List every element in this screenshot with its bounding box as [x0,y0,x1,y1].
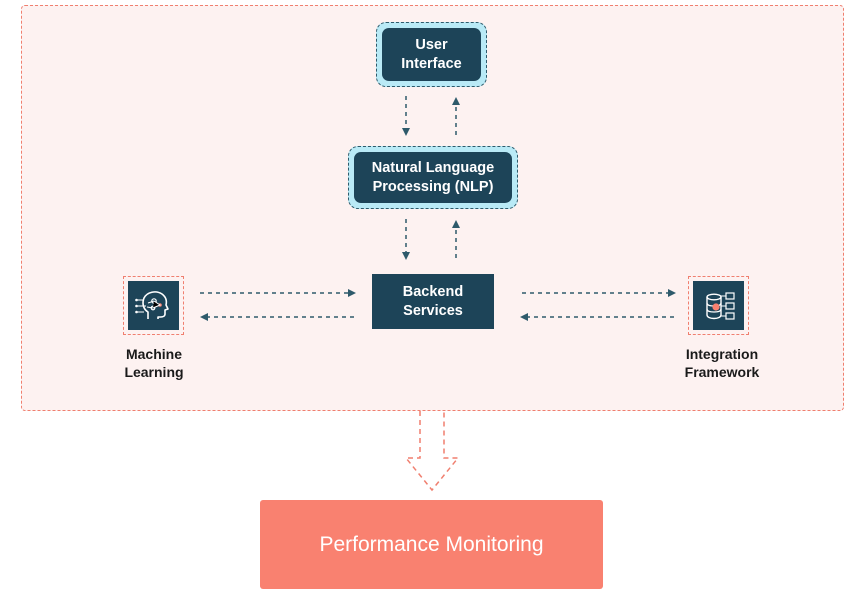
ai-head-icon [134,290,169,319]
nlp-label-line1: Natural Language [371,159,495,176]
performance-monitoring-node[interactable]: Performance Monitoring [260,500,603,589]
user-interface-node[interactable]: User Interface [382,28,481,81]
nlp-label-line2: Processing (NLP) [372,178,494,195]
backend-label-line1: Backend [402,283,464,300]
integration-framework-node[interactable] [688,276,749,335]
machine-learning-node[interactable] [123,276,184,335]
integration-label-line2: Framework [684,364,760,380]
integration-framework-label: Integration Framework [668,345,776,381]
arrow-boundary-to-performance [404,411,460,492]
user-interface-node-highlight: User Interface [376,22,487,87]
machine-learning-label-line1: Machine [125,346,182,362]
performance-monitoring-label: Performance Monitoring [319,532,544,556]
nlp-node-highlight: Natural Language Processing (NLP) [348,146,518,209]
nlp-node[interactable]: Natural Language Processing (NLP) [354,152,512,203]
backend-label-line2: Services [403,302,463,319]
machine-learning-label: Machine Learning [104,345,204,381]
machine-learning-label-line2: Learning [124,364,184,380]
database-integration-icon [705,291,735,320]
user-interface-label-line1: User [415,36,448,53]
user-interface-label-line2: Interface [401,55,462,72]
backend-services-node[interactable]: Backend Services [372,274,494,329]
integration-label-line1: Integration [685,346,759,362]
